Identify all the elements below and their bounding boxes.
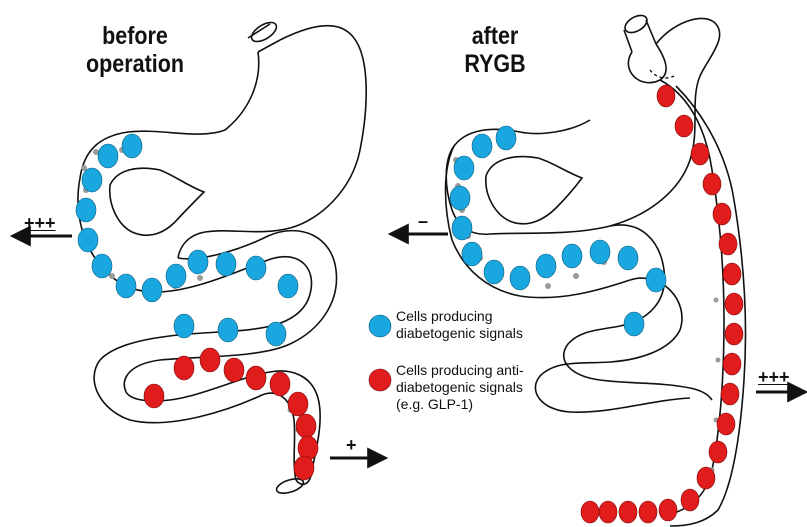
blue-cell [484, 260, 504, 284]
red-cell [639, 501, 657, 523]
blue-cell [618, 246, 638, 270]
blue-cell [142, 278, 162, 302]
blue-cell [266, 322, 286, 346]
blue-cell [116, 274, 136, 298]
after-title-line2: RYGB [448, 50, 543, 78]
before-red-cells [144, 348, 318, 480]
red-cell [224, 358, 244, 382]
blue-cell [452, 216, 472, 240]
before-grey-dots [81, 147, 301, 433]
red-cell [294, 456, 314, 480]
blue-cell [76, 198, 96, 222]
before-title-line2: operation [71, 50, 200, 78]
blue-cell [624, 312, 644, 336]
before-left-arrow-label: +++ [24, 214, 56, 232]
blue-cell [278, 274, 298, 298]
red-cell [725, 293, 743, 315]
legend-blue-line1: Cells producing [396, 308, 523, 325]
red-cell [703, 173, 721, 195]
red-cell [581, 501, 599, 523]
blue-cell [122, 134, 142, 158]
blue-cell [82, 168, 102, 192]
red-cell [723, 263, 741, 285]
blue-cell [188, 250, 208, 274]
red-cell [725, 323, 743, 345]
blue-cell [246, 256, 266, 280]
blue-cell [450, 186, 470, 210]
after-staple-line [650, 70, 674, 78]
after-left-arrow-label: – [418, 212, 428, 230]
blue-cell [510, 266, 530, 290]
legend-red-line3: (e.g. GLP-1) [396, 396, 524, 413]
legend-red-swatch [369, 369, 391, 391]
after-title: after RYGB [448, 22, 543, 78]
legend-red-line1: Cells producing anti- [396, 362, 524, 379]
before-right-arrow-label: + [346, 436, 357, 454]
blue-cell [496, 126, 516, 150]
blue-cell [174, 314, 194, 338]
red-cell [659, 499, 677, 521]
blue-cell [590, 240, 610, 264]
red-cell [675, 115, 693, 137]
legend-red-text: Cells producing anti- diabetogenic signa… [396, 362, 524, 413]
blue-cell [454, 156, 474, 180]
legend-blue-swatch [369, 315, 391, 337]
before-title: before operation [71, 22, 200, 78]
red-cell [657, 85, 675, 107]
legend-blue-line2: diabetogenic signals [396, 325, 523, 342]
red-cell [599, 501, 617, 523]
red-cell [246, 366, 266, 390]
legend-blue-text: Cells producing diabetogenic signals [396, 308, 523, 342]
blue-cell [92, 254, 112, 278]
blue-cell [98, 144, 118, 168]
after-right-arrow-label: +++ [758, 368, 790, 386]
red-cell [713, 203, 731, 225]
red-cell [619, 501, 637, 523]
red-cell [719, 233, 737, 255]
red-cell [144, 384, 164, 408]
after-blue-cells [450, 126, 666, 336]
red-cell [200, 348, 220, 372]
blue-cell [646, 268, 666, 292]
blue-cell [216, 252, 236, 276]
red-cell [691, 143, 709, 165]
red-cell [270, 372, 290, 396]
blue-cell [562, 244, 582, 268]
after-title-line1: after [448, 22, 543, 50]
red-cell [723, 353, 741, 375]
blue-cell [166, 264, 186, 288]
blue-cell [536, 254, 556, 278]
before-title-line1: before [71, 22, 200, 50]
blue-cell [218, 318, 238, 342]
blue-cell [472, 134, 492, 158]
red-cell [697, 467, 715, 489]
red-cell [709, 441, 727, 463]
red-cell [681, 489, 699, 511]
red-cell [296, 414, 316, 438]
legend-red-line2: diabetogenic signals [396, 379, 524, 396]
red-cell [721, 383, 739, 405]
red-cell [717, 413, 735, 435]
blue-cell [462, 242, 482, 266]
red-cell [174, 356, 194, 380]
blue-cell [78, 228, 98, 252]
red-cell [288, 392, 308, 416]
